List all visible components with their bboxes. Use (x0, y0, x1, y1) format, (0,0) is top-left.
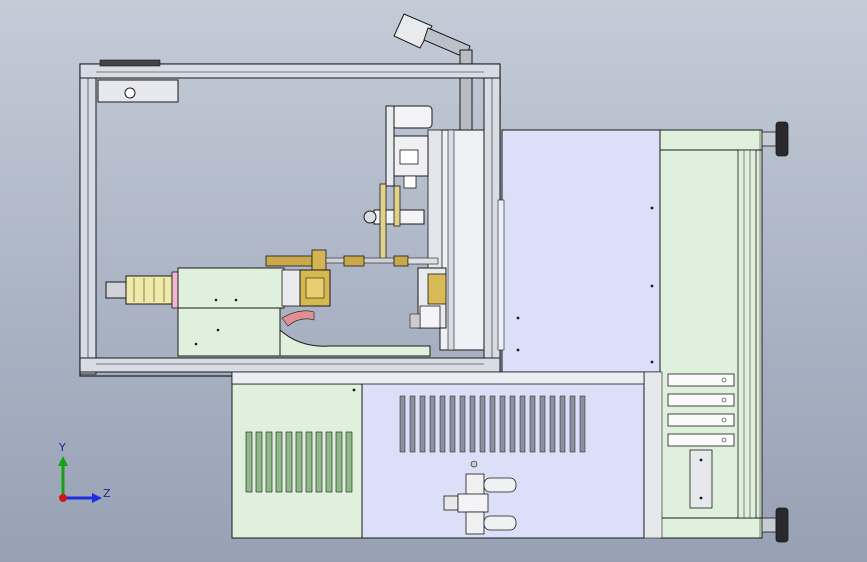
spindle-motor (105, 271, 181, 309)
workpiece-clamp (409, 267, 447, 329)
lower-base (231, 371, 645, 539)
air-filter-regulator (443, 460, 517, 535)
grey-vent-grille (399, 395, 586, 453)
coordinate-triad (58, 456, 102, 503)
brass-rod-assembly (265, 249, 439, 273)
leveling-feet (761, 121, 789, 543)
upper-frame (79, 59, 501, 377)
z-axis-arrowhead (92, 493, 102, 503)
spindle-housing (177, 267, 431, 357)
green-vent-grille (245, 431, 353, 493)
top-left-bracket (97, 79, 179, 103)
right-green-cabinet (643, 129, 763, 539)
right-blue-panel (497, 129, 665, 373)
y-axis-label: Y (59, 441, 66, 454)
origin-marker (59, 494, 67, 502)
vertical-column (427, 129, 485, 351)
upper-slide-assembly (363, 105, 433, 261)
z-axis-label: Z (103, 487, 111, 500)
y-axis-arrowhead (58, 456, 68, 466)
